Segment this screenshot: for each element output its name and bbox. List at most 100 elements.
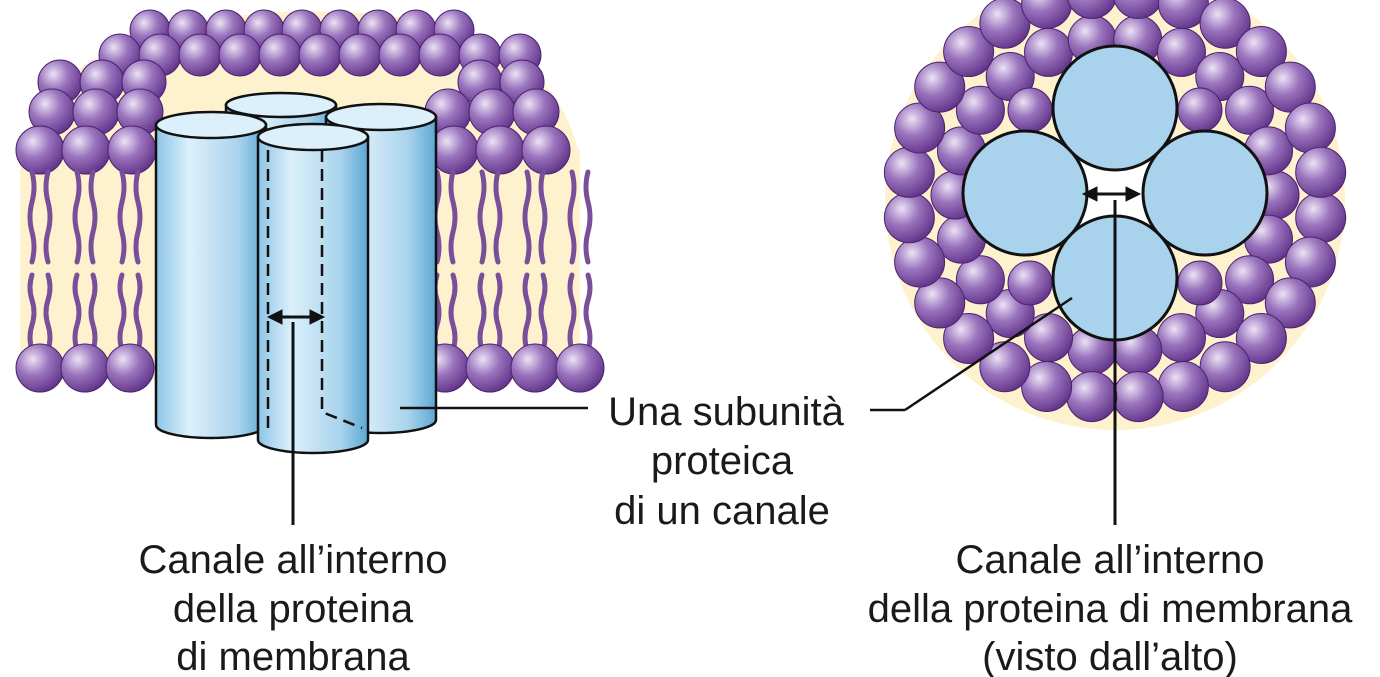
lipid-head — [1295, 146, 1347, 198]
lipid-tail — [567, 272, 577, 353]
lipid-head — [218, 33, 262, 77]
lipid-head — [1225, 85, 1275, 135]
lipid-tail — [43, 272, 53, 353]
lipid-tail — [538, 169, 548, 265]
lipid-head — [943, 312, 995, 364]
lipid-tail — [493, 272, 503, 353]
top-view-lipid-heads — [883, 0, 1347, 423]
lipid-head — [298, 33, 342, 77]
lipid-head — [955, 85, 1005, 135]
lipid-head — [943, 26, 995, 78]
lipid-head — [1007, 260, 1053, 306]
lipid-head — [894, 236, 946, 288]
lipid-tail — [538, 272, 548, 353]
lipid-head — [15, 125, 65, 175]
lipid-tail — [27, 272, 37, 353]
lipid-head — [1066, 371, 1118, 423]
lipid-tail — [133, 169, 143, 265]
lipid-tail — [133, 272, 143, 353]
lipid-head — [178, 33, 222, 77]
lipid-head — [1284, 236, 1336, 288]
side-view-bilayer — [15, 9, 605, 525]
channel-width-arrow-top — [1081, 186, 1142, 202]
lipid-tail — [567, 169, 577, 265]
lipid-head — [894, 102, 946, 154]
lipid-head — [105, 343, 155, 393]
lipid-head — [1264, 61, 1316, 113]
lipid-tail — [88, 169, 98, 265]
lipid-head — [15, 343, 65, 393]
label-subunit-line3: di un canale — [614, 489, 830, 533]
lipid-head — [555, 343, 605, 393]
lipid-tail — [448, 272, 458, 353]
channel-width-arrow-side — [266, 309, 326, 325]
lipid-head — [979, 0, 1031, 49]
lipid-head — [1199, 341, 1251, 393]
lipid-head — [1156, 313, 1206, 363]
lipid-tail — [117, 272, 127, 353]
lipid-head — [418, 33, 462, 77]
lipid-tail — [117, 169, 127, 265]
lipid-head — [1021, 360, 1073, 412]
lipid-head — [61, 125, 111, 175]
lipid-head — [914, 277, 966, 329]
lipid-head — [1112, 371, 1164, 423]
lipid-head — [338, 33, 382, 77]
lipid-head — [1225, 255, 1275, 305]
lipid-tail — [27, 169, 37, 265]
lipid-head — [475, 125, 525, 175]
lipid-head — [465, 343, 515, 393]
lipid-tail — [43, 169, 53, 265]
lipid-head — [1157, 0, 1209, 30]
label-subunit-line2: proteica — [651, 439, 794, 483]
label-channel-top-line2: della proteina di membrana — [868, 587, 1353, 631]
lipid-tail — [72, 272, 82, 353]
lipid-tail — [88, 272, 98, 353]
lipid-head — [955, 255, 1005, 305]
protein-subunit-left — [154, 110, 268, 440]
lipid-head — [1199, 0, 1251, 49]
lipid-head — [1235, 312, 1287, 364]
protein-subunit-top — [1051, 44, 1179, 172]
lipid-tail — [583, 169, 593, 265]
lipid-head — [1067, 0, 1117, 19]
lipid-head — [883, 146, 935, 198]
top-view-bilayer — [883, 0, 1347, 525]
lipid-head — [914, 61, 966, 113]
lipid-tail — [522, 272, 532, 353]
lipid-head — [378, 33, 422, 77]
lipid-tail — [583, 272, 593, 353]
protein-subunit-right-top — [1141, 129, 1269, 257]
lipid-tail — [477, 169, 487, 265]
lipid-head — [1284, 102, 1336, 154]
lipid-head — [1264, 277, 1316, 329]
lipid-tail — [448, 169, 458, 265]
lipid-head — [1113, 0, 1163, 19]
label-channel-top-line3: (visto dall’alto) — [982, 635, 1238, 677]
leader-line-subunit-diagonal — [904, 296, 1073, 412]
lipid-head — [1007, 87, 1053, 133]
lipid-head — [1295, 192, 1347, 244]
lipid-head — [1177, 87, 1223, 133]
channel-protein-side — [154, 91, 438, 455]
lipid-head — [1157, 360, 1209, 412]
lipid-tail — [522, 169, 532, 265]
lipid-head — [1177, 260, 1223, 306]
lipid-tails — [27, 169, 593, 353]
top-lipid-heads — [15, 9, 571, 175]
lipid-head — [1235, 26, 1287, 78]
lipid-head — [510, 343, 560, 393]
label-channel-top-line1: Canale all’interno — [955, 538, 1264, 582]
label-channel-side-line1: Canale all’interno — [138, 538, 447, 582]
lipid-tail — [493, 169, 503, 265]
lipid-head — [60, 343, 110, 393]
lipid-tail — [72, 169, 82, 265]
protein-subunit-front — [256, 122, 370, 455]
label-subunit-line1: Una subunità — [608, 390, 844, 434]
lipid-head — [883, 192, 935, 244]
label-channel-side-line3: di membrana — [176, 635, 410, 677]
lipid-head — [258, 33, 302, 77]
lipid-head — [521, 125, 571, 175]
lipid-tail — [477, 272, 487, 353]
